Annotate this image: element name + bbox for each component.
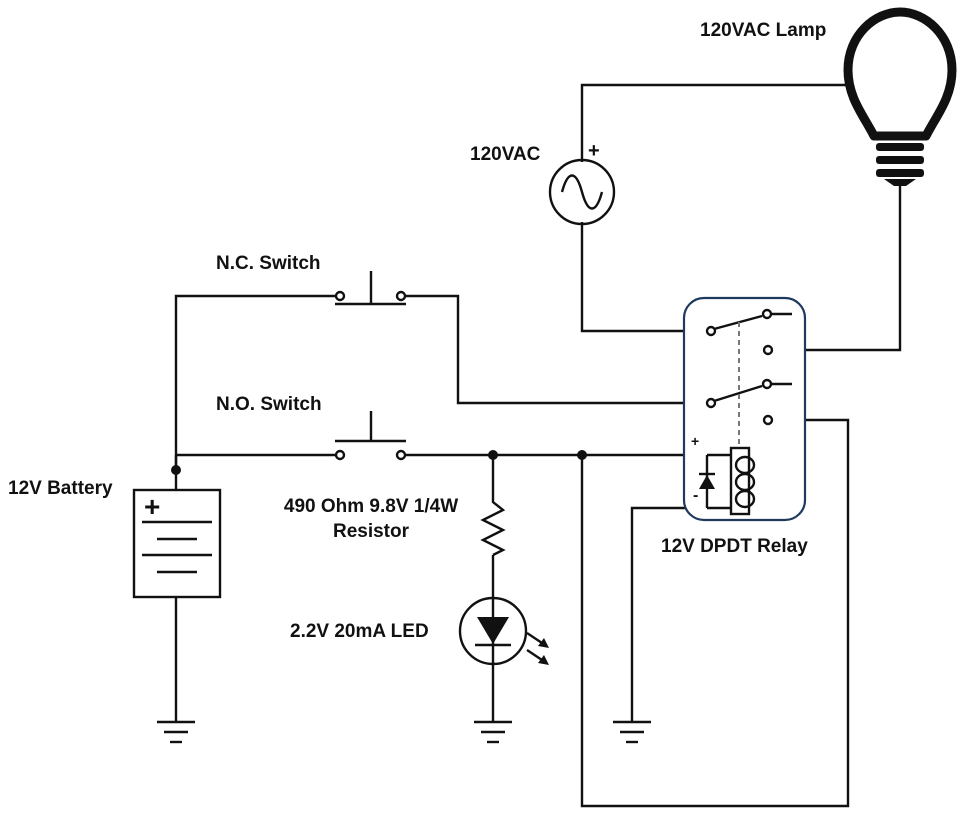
battery-plus-sign: +: [144, 491, 160, 522]
battery: +: [132, 488, 222, 599]
no-switch-terminal: [395, 449, 407, 461]
relay-coil-loop: [734, 489, 756, 509]
relay-pole1-no-terminal: [762, 344, 774, 356]
ac-sine-icon: [560, 174, 604, 210]
relay-diode-triangle: [699, 475, 715, 489]
lamp-base-ring: [876, 143, 924, 151]
lamp-base-ring: [876, 169, 924, 177]
led-label: 2.2V 20mA LED: [290, 621, 429, 642]
led-triangle: [477, 617, 509, 644]
led-light-arrows-icon: [526, 632, 549, 665]
wire-bottom-loop: [580, 418, 850, 808]
ground-icon: [474, 720, 512, 744]
labels: 120VAC Lamp 120VAC N.C. Switch N.O. Swit…: [8, 20, 826, 642]
ground-icon: [613, 720, 651, 744]
battery-body: [132, 488, 222, 599]
ground-icon: [157, 720, 195, 744]
lamp-icon: [843, 7, 957, 186]
wire-nc-to-relay-pole2: [405, 294, 708, 405]
nc-switch: [334, 271, 407, 306]
wire-lamp-to-relay: [772, 185, 902, 352]
ac-source: +: [548, 140, 616, 226]
resistor-label-line2: Resistor: [333, 521, 410, 542]
lamp-label: 120VAC Lamp: [700, 20, 826, 41]
junction-dot: [171, 465, 181, 475]
junction-dot: [577, 450, 587, 460]
ac-source-label: 120VAC: [470, 144, 541, 165]
relay-pole1-common: [705, 325, 717, 337]
battery-label: 12V Battery: [8, 478, 113, 499]
resistor-label-line1: 490 Ohm 9.8V 1/4W: [284, 496, 458, 517]
lamp-base-tip: [884, 179, 916, 186]
relay-box: [682, 296, 807, 522]
wire-ac-to-lamp: [580, 83, 849, 162]
lamp-bulb: [843, 7, 957, 141]
relay: + -: [682, 296, 807, 522]
no-switch-terminal: [334, 449, 346, 461]
ac-plus-sign: +: [588, 140, 600, 162]
lamp-base-ring: [876, 156, 924, 164]
led: [458, 596, 549, 666]
wire-ac-to-relay-pole1: [580, 222, 708, 333]
relay-coil-body: [729, 446, 751, 516]
relay-coil-plus: +: [691, 433, 699, 449]
relay-pole2-no-terminal: [762, 414, 774, 426]
nc-switch-terminal: [395, 290, 407, 302]
relay-pole2-arm: [713, 384, 763, 403]
junction-dot: [488, 450, 498, 460]
relay-label: 12V DPDT Relay: [661, 536, 808, 557]
junctions: [171, 450, 587, 475]
ac-source-circle: [548, 158, 616, 226]
relay-pole2-common: [705, 397, 717, 409]
no-switch: [334, 411, 407, 461]
resistor: [480, 495, 506, 557]
wire-nc-left: [174, 294, 337, 470]
relay-coil-minus: -: [693, 487, 698, 504]
nc-switch-label: N.C. Switch: [216, 253, 321, 274]
nc-switch-terminal: [334, 290, 346, 302]
no-switch-label: N.O. Switch: [216, 394, 322, 415]
